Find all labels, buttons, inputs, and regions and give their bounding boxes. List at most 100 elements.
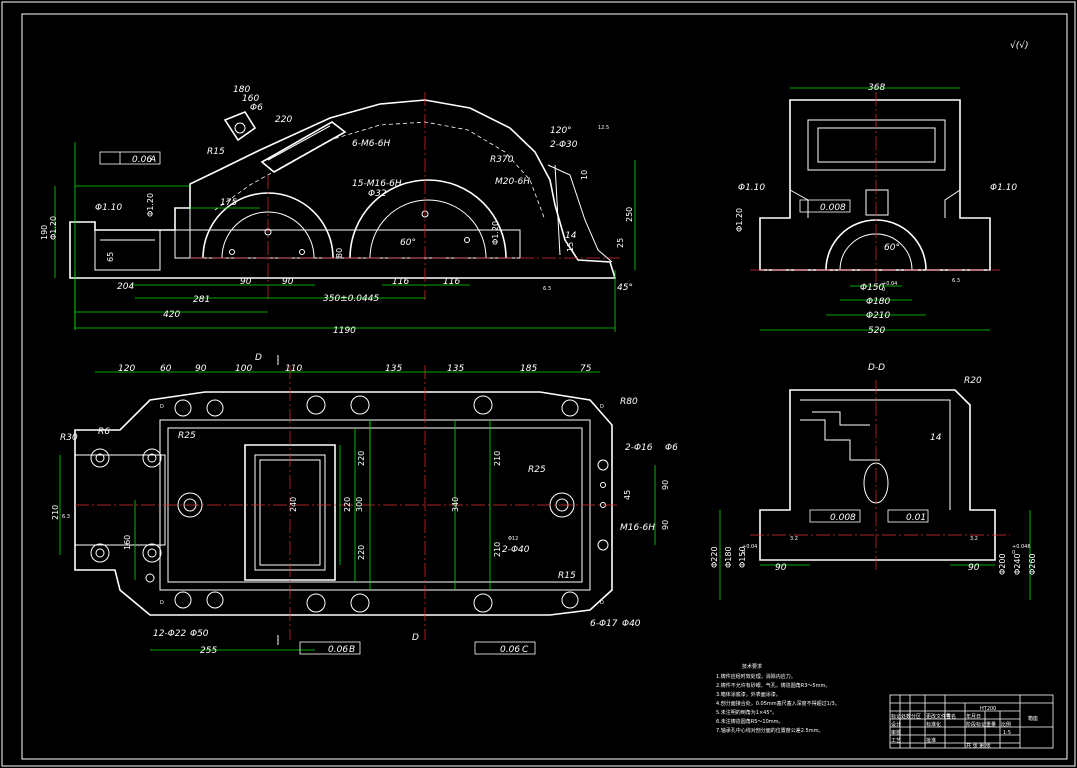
dim-2-phi30: 2-Φ30 [550, 140, 578, 150]
dim-204: 204 [117, 282, 134, 292]
phi150-tol-lower: 0 [882, 287, 885, 293]
dim-281: 281 [193, 295, 210, 305]
dim-120deg: 120° [550, 126, 572, 136]
dim-r15-top: R15 [558, 571, 576, 581]
dim-phi180-section: Φ180 [724, 546, 733, 568]
dim-phi40: Φ40 [622, 619, 641, 629]
tb-cell-0: 标记 [891, 713, 901, 720]
dim-300: 300 [355, 497, 364, 512]
dim-220-upper: 220 [357, 451, 366, 466]
roughness-6-3: 6.3 [543, 286, 551, 292]
dim-420: 420 [163, 310, 180, 320]
tol-0-008-section: 0.008 [830, 513, 856, 523]
dim-phi6: Φ6 [250, 103, 263, 113]
dim-45: 45 [623, 490, 632, 500]
dim-220-lower: 220 [357, 545, 366, 560]
datum-b: B [349, 645, 355, 655]
dim-m16: M16-6H [620, 523, 655, 533]
dim-210-left: 210 [51, 505, 60, 520]
dim-r20: R20 [964, 376, 982, 386]
tb-cell-3: 更改文件号 [926, 713, 951, 720]
dim-210-upper: 210 [493, 451, 502, 466]
tol-0-01-section: 0.01 [906, 513, 926, 523]
technical-notes: 技术要求 1.铸件应经时效处理，消除内应力。 2.铸件不允许有砂眼、气孔，铸造圆… [716, 663, 840, 734]
dim-160: 160 [123, 535, 132, 550]
dim-60deg-side: 60° [884, 243, 900, 253]
dim-90-a: 90 [240, 277, 252, 287]
section-view [719, 380, 1031, 600]
tb-cell-7: 标准化 [926, 721, 941, 728]
note-5: 5.未注明的倒角为1×45°。 [716, 709, 777, 716]
phi150-tol-upper: +0.04 [882, 281, 897, 287]
notes-heading: 技术要求 [742, 663, 762, 670]
dim-90-b: 90 [282, 277, 294, 287]
dim-75: 75 [580, 364, 592, 374]
roughness-12-5: 12.5 [598, 125, 609, 131]
tb-cell-2: 分区 [911, 713, 921, 720]
note-4: 4.剖分面接合处，0.05mm塞尺塞入深度不得超过1/3。 [716, 700, 840, 707]
dim-160: 160 [242, 94, 259, 104]
dim-175: 175 [220, 198, 237, 208]
dim-210-lower: 210 [493, 542, 502, 557]
dim-220-mid: 220 [343, 497, 352, 512]
tb-cell-11: 阶段标记 [966, 721, 986, 728]
dim-phi180: Φ180 [866, 297, 891, 307]
tol-0-06-b: 0.06 [328, 645, 348, 655]
dim-phi1-10: Φ1.10 [95, 203, 122, 213]
dim-phi210: Φ210 [866, 311, 891, 321]
note-6: 6.未注铸造圆角R5～10mm。 [716, 718, 784, 725]
dim-phi1-20-a: Φ1.20 [146, 193, 155, 217]
phi200-lower-tol: 0 [1012, 550, 1015, 556]
dim-2-phi40: 2-Φ40 [502, 545, 530, 555]
tol-0-06-c: 0.06 [500, 645, 520, 655]
roughness-section-right: 3.2 [970, 536, 978, 542]
side-view [750, 87, 1000, 331]
dim-phi260: Φ260 [1028, 553, 1037, 575]
tb-cell-10: 批准 [926, 737, 936, 744]
top-view [59, 355, 656, 655]
note-7: 7.轴承孔中心线对剖分面的位置度公差2.5mm。 [716, 727, 823, 734]
dim-15: 15 [566, 242, 575, 252]
tb-cell-6: 设计 [891, 721, 901, 728]
phi150-lower-tol: 0 [742, 550, 745, 556]
dim-240: 240 [289, 497, 298, 512]
dim-phi50: Φ50 [190, 629, 209, 639]
tb-cell-5: 年月日 [966, 713, 981, 720]
dim-phi200: Φ200 [998, 553, 1007, 575]
dim-60: 60 [160, 364, 172, 374]
dim-phi150-section: Φ150 [738, 546, 747, 568]
dim-10: 10 [580, 170, 589, 180]
dim-phi150: Φ150 [860, 283, 885, 293]
dim-110: 110 [285, 364, 302, 374]
dim-r15: R15 [207, 147, 225, 157]
dim-60deg: 60° [400, 238, 416, 248]
dim-255: 255 [200, 646, 217, 656]
note-2: 2.铸件不允许有砂眼、气孔，铸造圆角R3～5mm。 [716, 682, 830, 689]
dim-15-m16: 15-M16-6H [352, 179, 402, 189]
dim-65: 65 [106, 252, 115, 262]
dim-90: 90 [195, 364, 207, 374]
tb-cell-4: 签名 [946, 713, 956, 720]
dim-116-b: 116 [443, 277, 460, 287]
tb-cell-1: 处数 [901, 713, 911, 720]
dim-250: 250 [625, 207, 634, 222]
roughness-section-left: 3.2 [790, 536, 798, 542]
roughness-top: 6.3 [62, 514, 70, 520]
dim-r25-top: R25 [178, 431, 196, 441]
dim-90-section-left: 90 [775, 563, 787, 573]
dim-phi32: Φ32 [368, 189, 387, 199]
roughness-symbol: √(√) [1010, 40, 1029, 51]
dim-14: 14 [565, 231, 577, 241]
dim-340: 340 [451, 497, 460, 512]
tb-cell-8: 审核 [891, 729, 901, 736]
dim-350: 350±0.0445 [323, 294, 379, 304]
section-mark-d-3: D [600, 404, 604, 410]
dim-m20: M20-6H [495, 177, 530, 187]
dim-25: 25 [616, 238, 625, 248]
dim-368: 368 [868, 83, 885, 93]
section-mark-d-6: D [160, 600, 164, 606]
note-1: 1.铸件应经时效处理，消除内应力。 [716, 673, 796, 680]
title-material: HT200 [980, 706, 996, 712]
